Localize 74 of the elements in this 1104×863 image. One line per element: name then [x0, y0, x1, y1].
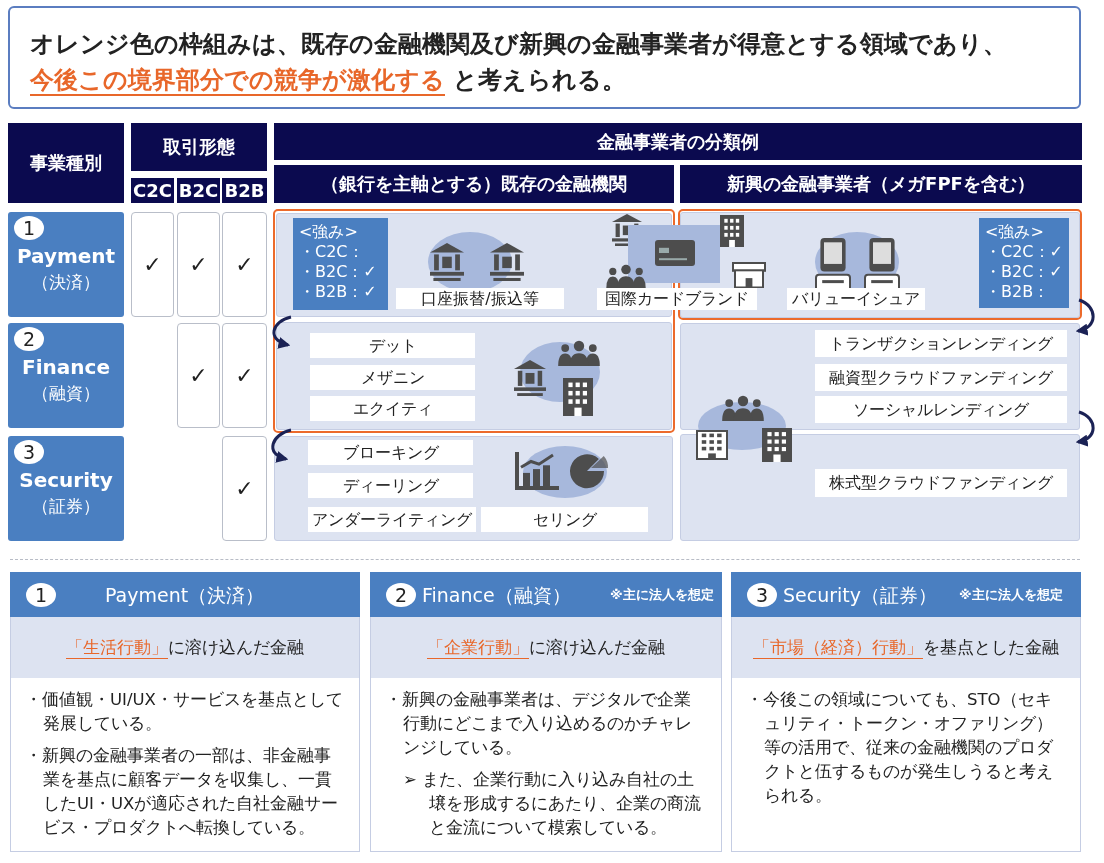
card-subtitle: 「生活行動」に溶け込んだ金融: [66, 636, 304, 659]
row-subtitle: （証券）: [31, 495, 101, 518]
strength-heading: <強み>: [299, 222, 359, 242]
check-cell: ✓: [177, 323, 220, 428]
row-title: Finance: [21, 354, 111, 381]
number-badge: 2: [386, 583, 416, 607]
summary-card: [731, 572, 1081, 852]
header-cell: C2C: [131, 178, 174, 203]
card-title: Security（証券）: [783, 583, 938, 608]
curved-arrow: [272, 315, 292, 348]
check-cell: ✓: [222, 436, 267, 541]
curved-arrow: [271, 428, 292, 462]
header-cell: B2B: [222, 178, 267, 203]
check-cell: ✓: [177, 212, 220, 317]
bullet-text: ・新興の金融事業者の一部は、非金融事業を基点に顧客データを収集し、一貫したUI・UXが適応された自社金融サービス・プロダクトへ転換している。: [25, 745, 340, 839]
service-label: ブローキング: [308, 440, 473, 465]
service-label: バリューイシュア: [787, 288, 925, 310]
service-label: ソーシャルレンディング: [815, 396, 1067, 423]
strength-box: [293, 218, 388, 310]
header-cell: 取引形態: [131, 123, 267, 171]
row-subtitle: （融資）: [31, 382, 101, 405]
bullet-text: ・新興の金融事業者は、デジタルで企業行動にどこまで入り込めるのかチャレンジしている。: [385, 689, 693, 759]
header-cell: 新興の金融事業者（メガFPFを含む）: [680, 165, 1082, 203]
summary-card: [370, 572, 722, 852]
number-badge: 1: [26, 583, 56, 607]
strength-heading: <強み>: [985, 222, 1045, 242]
number-badge: 3: [747, 583, 777, 607]
service-label: ディーリング: [308, 473, 473, 498]
bullet-text: ・今後この領域についても、STO（セキュリティ・トークン・オファリング）等の活用で、従来の金融機関のプロダクトと伍するものが発生しうると考えられる。: [746, 689, 1054, 807]
header-cell: （銀行を主軸とする）既存の金融機関: [274, 165, 674, 203]
card-subtitle: 「企業行動」に溶け込んだ金融: [427, 636, 665, 659]
header-cell: 金融事業者の分類例: [274, 123, 1082, 160]
strength-item: ・B2C：✓: [985, 262, 1063, 282]
card-note: ※主に法人を想定: [959, 586, 1063, 604]
header-cell: B2C: [177, 178, 220, 203]
service-label: アンダーライティング: [308, 507, 476, 532]
bullet-text: ・価値観・UI/UX・サービスを基点として発展している。: [25, 689, 344, 735]
strength-box: [979, 218, 1069, 308]
service-label: メザニン: [310, 365, 475, 390]
strength-item: ・C2C：✓: [985, 242, 1063, 262]
strength-item: ・B2B：✓: [299, 282, 378, 302]
row-subtitle: （決済）: [31, 271, 101, 294]
card-title: Finance（融資）: [422, 583, 571, 608]
category-panel: [274, 436, 673, 541]
service-label: セリング: [481, 507, 648, 532]
strength-item: ・B2C：✓: [299, 262, 378, 282]
category-panel: [680, 323, 1080, 430]
row-header: [8, 323, 124, 428]
service-label: 融資型クラウドファンディング: [815, 364, 1067, 391]
service-label: エクイティ: [310, 396, 475, 421]
card-note: ※主に法人を想定: [610, 586, 714, 604]
row-title: Payment: [15, 243, 117, 270]
card-subtitle: 「市場（経済）行動」を基点とした金融: [753, 636, 1059, 659]
check-cell: ✓: [222, 212, 267, 317]
check-cell: ✓: [222, 323, 267, 428]
row-header: [8, 436, 124, 541]
strength-item: ・B2B：: [985, 282, 1051, 302]
card-title: Payment（決済）: [105, 583, 265, 608]
row-header: [8, 212, 124, 317]
number-badge: 2: [14, 327, 44, 351]
header-cell: 事業種別: [8, 123, 124, 203]
row-title: Security: [18, 467, 114, 494]
service-label: 口座振替/振込等: [396, 288, 564, 309]
number-badge: 3: [14, 440, 44, 464]
strength-item: ・C2C：: [299, 242, 365, 262]
service-label: 株式型クラウドファンディング: [815, 469, 1067, 497]
service-label: トランザクションレンディング: [815, 330, 1067, 357]
number-badge: 1: [14, 216, 44, 240]
summary-card: [10, 572, 360, 852]
service-label: デット: [310, 333, 475, 358]
title-banner: オレンジ色の枠組みは、既存の金融機関及び新興の金融事業者が得意とする領域であり、今後この境界部分での競争が激化する と考えられる。: [8, 6, 1081, 109]
check-cell: ✓: [131, 212, 174, 317]
bullet-text: ➢ また、企業行動に入り込み自社の土壌を形成するにあたり、企業の商流と金流について模索している。: [402, 769, 702, 839]
category-panel: [680, 434, 1080, 541]
